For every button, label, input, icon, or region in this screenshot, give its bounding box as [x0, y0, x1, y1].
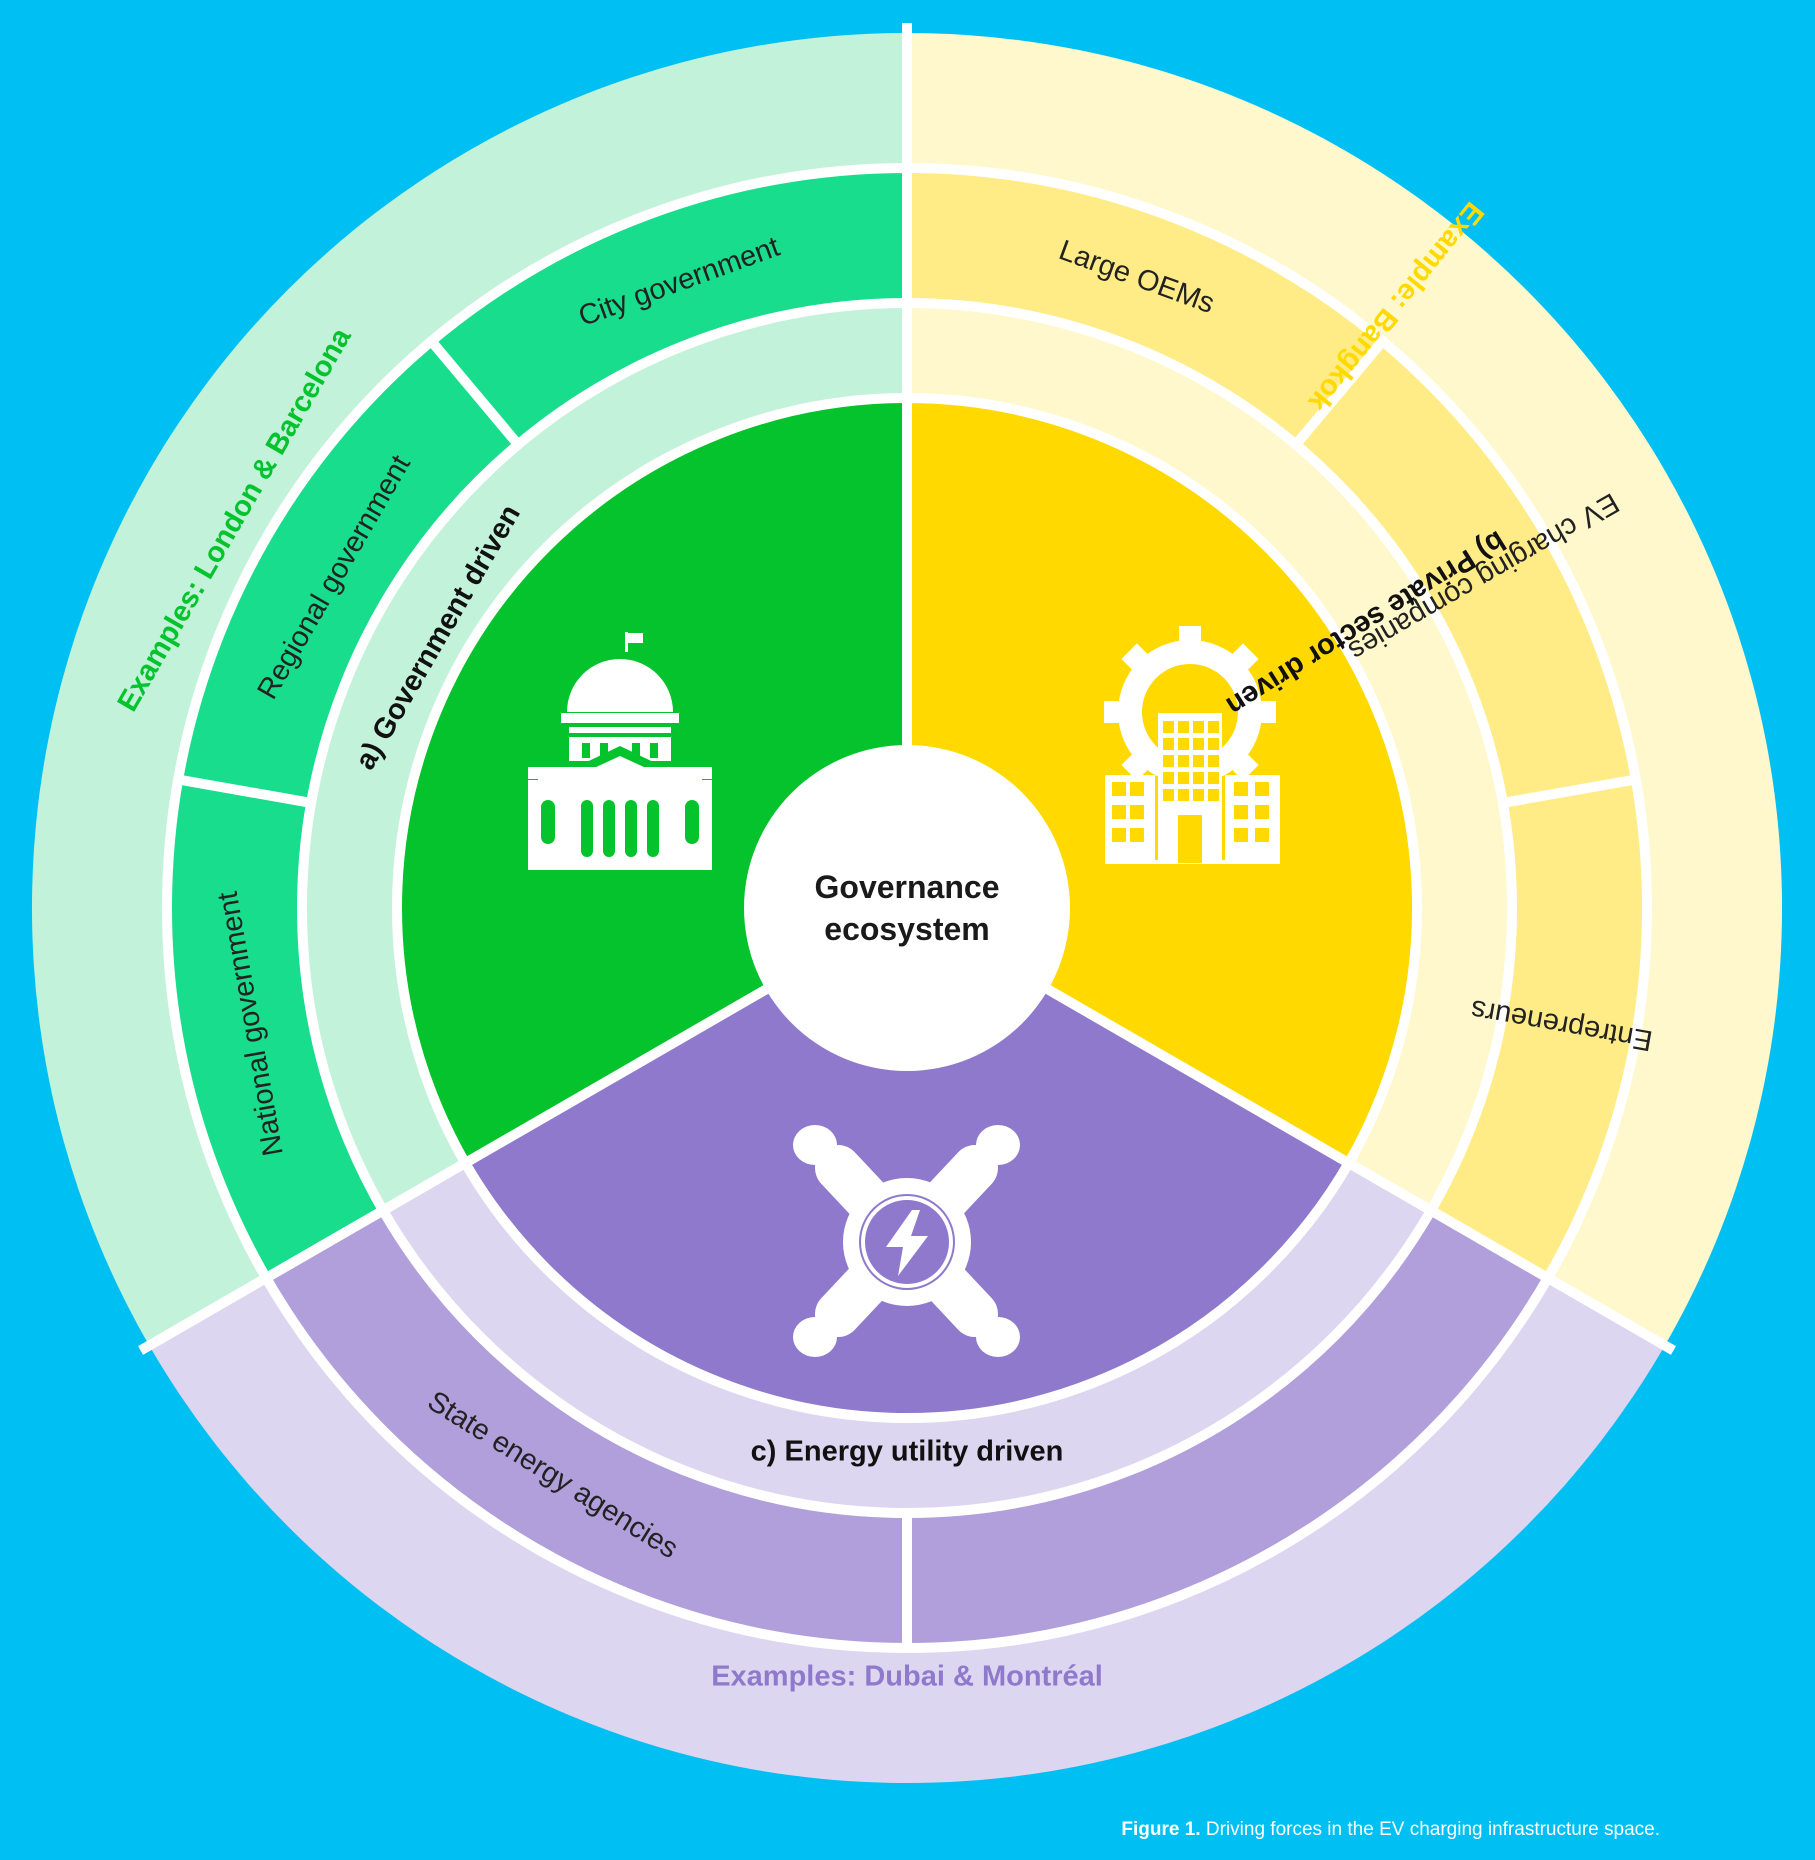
factory-window: [1178, 755, 1189, 767]
factory-window: [1178, 721, 1189, 733]
factory-window: [1163, 789, 1174, 801]
factory-door: [1178, 815, 1202, 863]
factory-window: [1234, 828, 1248, 842]
sep-private-oems-charging: [1292, 337, 1387, 448]
factory-window: [1193, 721, 1204, 733]
caption-text: Driving forces in the EV charging infras…: [1200, 1819, 1660, 1840]
private-actor-oems: [907, 167, 1383, 445]
factory-window: [1255, 782, 1269, 796]
caption-figure-number: Figure 1.: [1121, 1819, 1201, 1840]
factory-window: [1208, 789, 1219, 801]
utility-driver-band: [383, 1163, 1431, 1513]
factory-window: [1178, 772, 1189, 784]
utility-driver-label: c) Energy utility driven: [751, 1436, 1064, 1468]
factory-window: [1130, 805, 1144, 819]
factory-window: [1163, 755, 1174, 767]
utility-examples-band: [149, 1278, 1665, 1784]
gear-tooth: [1227, 749, 1259, 781]
factory-window: [1208, 772, 1219, 784]
gear-tooth: [1227, 643, 1259, 675]
factory-window: [1193, 738, 1204, 750]
gov-driver-band: [302, 303, 907, 1211]
factory-window: [1130, 828, 1144, 842]
factory-window: [1234, 805, 1248, 819]
capitol-building-icon: [528, 632, 712, 870]
utility-actor-state: [266, 1210, 908, 1648]
private-actor-entrepreneurs: [1430, 779, 1648, 1278]
gov-actor-national: [166, 779, 384, 1278]
center-title-line2: ecosystem: [824, 911, 989, 947]
factory-window: [1163, 772, 1174, 784]
gear-tooth: [1104, 701, 1126, 723]
sep-gov-regional-national: [177, 774, 313, 808]
gear-tooth: [1121, 749, 1153, 781]
gear-tooth: [1254, 701, 1276, 723]
center-title-line1: Governance: [815, 869, 1000, 905]
factory-window: [1178, 789, 1189, 801]
factory-window: [1234, 782, 1248, 796]
center-circle: [744, 745, 1070, 1071]
energy-people-icon: [793, 1125, 1020, 1357]
sep-ring-driver: [297, 298, 1517, 1518]
factory-window: [1112, 805, 1126, 819]
private-examples-band: [907, 33, 1783, 1346]
gear-tooth: [1121, 643, 1153, 675]
utility-actor-empty: [907, 1210, 1548, 1648]
factory-window: [1112, 782, 1126, 796]
factory-window: [1208, 755, 1219, 767]
factory-window: [1255, 805, 1269, 819]
factory-gear-icon: [1104, 626, 1280, 864]
factory-window: [1255, 828, 1269, 842]
factory-window: [1130, 782, 1144, 796]
gov-actor-city: [431, 168, 907, 445]
figure-caption: Figure 1. Driving forces in the EV charg…: [1121, 1819, 1660, 1841]
factory-window: [1112, 828, 1126, 842]
sep-ring-core: [392, 393, 1422, 1423]
factory-window: [1178, 738, 1189, 750]
sep-gov-city-regional: [427, 337, 522, 448]
factory-window: [1208, 721, 1219, 733]
factory-window: [1163, 721, 1174, 733]
utility-examples-label: Examples: Dubai & Montréal: [711, 1661, 1103, 1693]
gov-examples-band: [31, 33, 907, 1346]
gov-actor-regional: [178, 341, 519, 803]
sep-ring-actor: [162, 163, 1652, 1653]
gear-tooth: [1179, 626, 1201, 648]
factory-window: [1193, 789, 1204, 801]
factory-window: [1208, 738, 1219, 750]
factory-window: [1163, 738, 1174, 750]
factory-window: [1193, 772, 1204, 784]
private-driver-band: [907, 303, 1512, 1211]
factory-window: [1193, 755, 1204, 767]
sep-private-charging-entrepreneurs: [1501, 774, 1637, 808]
private-actor-charging: [1295, 341, 1636, 803]
